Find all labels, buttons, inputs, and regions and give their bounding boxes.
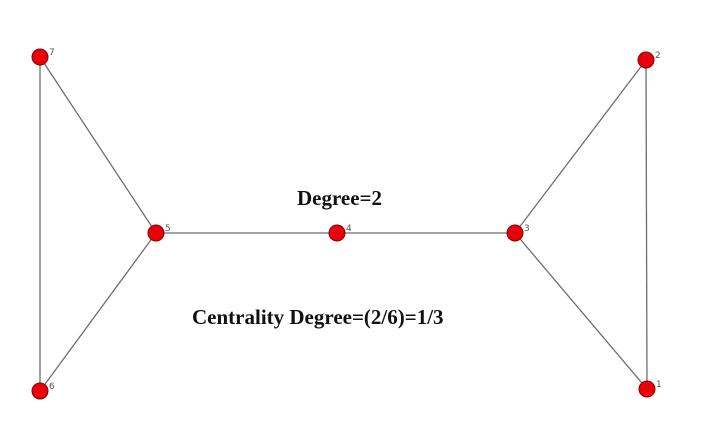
node-label-2: 2 xyxy=(655,51,661,61)
degree-annotation: Degree=2 xyxy=(297,186,383,210)
node-1 xyxy=(638,380,656,398)
nodes-group: 1 2 3 4 5 6 7 xyxy=(31,48,662,400)
node-label-1: 1 xyxy=(656,380,662,390)
edge-3-1 xyxy=(514,232,648,390)
edge-6-5 xyxy=(39,232,157,392)
node-4 xyxy=(328,224,346,242)
node-label-3: 3 xyxy=(524,224,530,234)
node-label-5: 5 xyxy=(165,224,171,234)
node-2 xyxy=(637,51,655,69)
node-label-4: 4 xyxy=(346,224,352,234)
edges-group xyxy=(39,56,648,392)
node-3 xyxy=(506,224,524,242)
node-label-6: 6 xyxy=(49,382,55,392)
node-label-7: 7 xyxy=(49,48,55,58)
node-6 xyxy=(31,382,49,400)
node-5 xyxy=(147,224,165,242)
node-7 xyxy=(31,48,49,66)
edge-3-2 xyxy=(514,59,647,234)
edge-2-1 xyxy=(645,59,648,390)
centrality-annotation: Centrality Degree=(2/6)=1/3 xyxy=(192,305,444,329)
edge-7-5 xyxy=(39,56,157,234)
